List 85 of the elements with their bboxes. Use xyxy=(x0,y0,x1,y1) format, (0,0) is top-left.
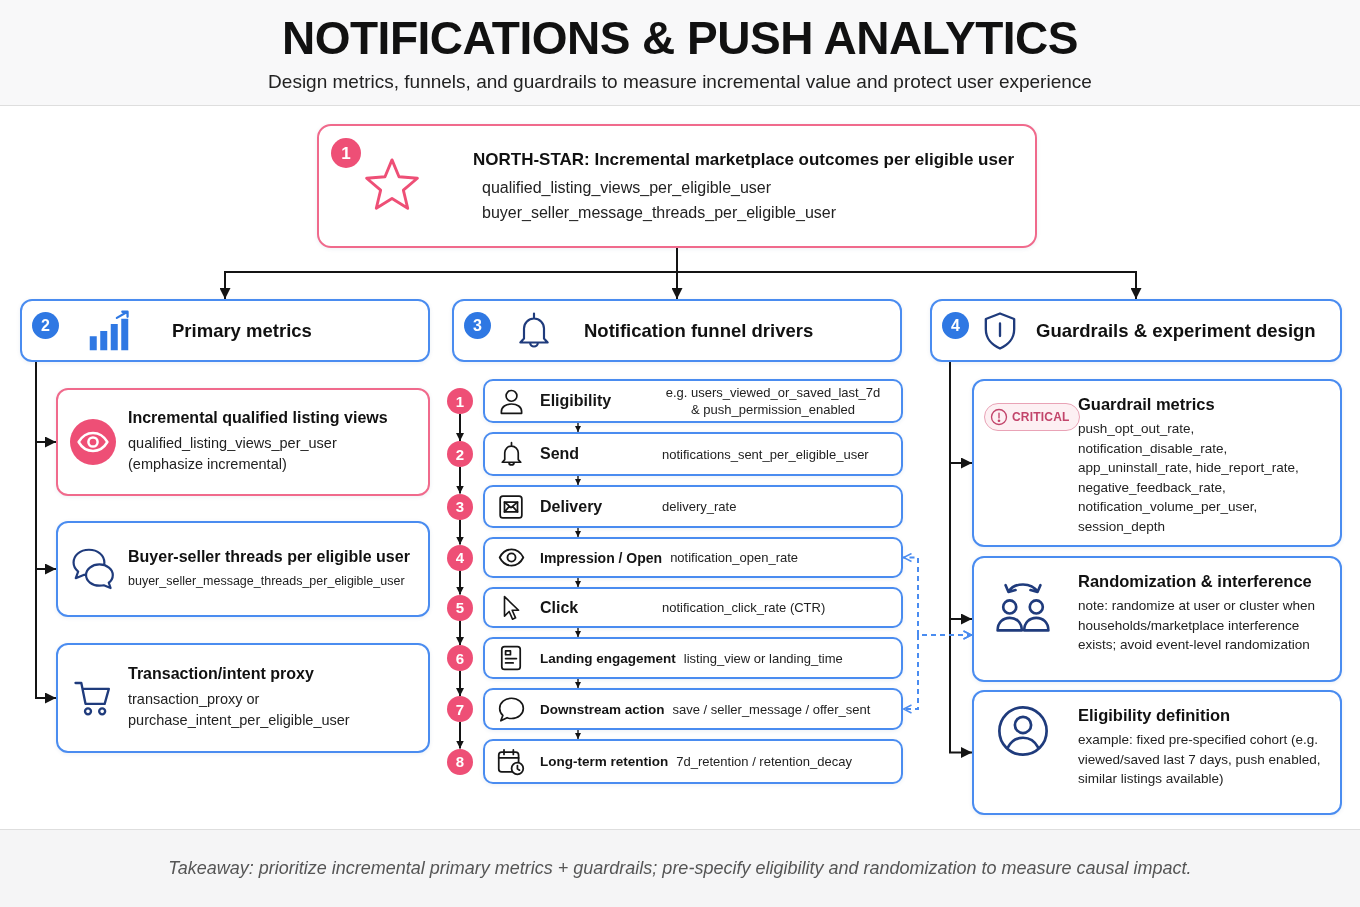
card-title: Randomization & interference xyxy=(1078,572,1313,591)
section-title: Guardrails & experiment design xyxy=(1036,319,1316,342)
status-label: CRITICAL xyxy=(1012,410,1070,424)
card-body: note: randomize at user or cluster when households/marketplace interference exists; avoid event-level randomization xyxy=(1078,597,1317,655)
card-body: buyer_seller_message_threads_per_eligible_user xyxy=(128,572,406,590)
section-header xyxy=(452,299,902,362)
arrow xyxy=(456,518,464,546)
step-number: 4 xyxy=(447,544,473,571)
design-card xyxy=(972,690,1342,815)
metric-name: buyer_seller_message_threads_per_eligible_user xyxy=(482,204,837,222)
north-star-card xyxy=(317,124,1037,248)
step-number: 3 xyxy=(447,493,473,520)
arrow xyxy=(456,721,464,750)
step-label: Downstream action xyxy=(540,701,665,717)
design-card xyxy=(972,556,1342,682)
step-number: 2 xyxy=(447,441,473,467)
arrow xyxy=(456,670,464,697)
arrow xyxy=(456,619,464,646)
arrow xyxy=(456,413,464,442)
step-metric: save / seller_message / offer_sent xyxy=(672,700,871,718)
step-label: Send xyxy=(540,445,581,463)
card-title: Transaction/intent proxy xyxy=(128,665,315,683)
arrow xyxy=(35,361,57,704)
section-title: Primary metrics xyxy=(172,319,312,342)
arrow xyxy=(575,627,581,638)
step-metric: delivery_rate xyxy=(662,498,737,515)
card-title: NORTH-STAR: Incremental marketplace outcomes per eligible user xyxy=(473,150,1014,170)
card-title: Incremental qualified listing views xyxy=(128,409,388,427)
section-title: Notification funnel drivers xyxy=(584,319,814,342)
card-body: push_opt_out_rate, notification_disable_rate, app_uninstall_rate, hide_report_rate, negative_feedback_rate, notification_volume_per_user, session_depth xyxy=(1078,420,1300,536)
card-title: Buyer-seller threads per eligible user xyxy=(128,547,410,566)
step-label: Eligibility xyxy=(540,392,613,410)
metric-card xyxy=(56,388,430,496)
step-label: Long-term retention xyxy=(540,754,669,769)
number-badge: 4 xyxy=(942,312,969,339)
funnel-step-card xyxy=(483,379,903,423)
takeaway-caption: Takeaway: prioritize incremental primary metrics + guardrails; pre-specify eligibility and randomization to measure causal impact. xyxy=(168,858,1192,879)
arrow xyxy=(575,678,581,689)
step-label: Impression / Open xyxy=(540,549,663,566)
design-card xyxy=(972,379,1342,547)
number-badge: 3 xyxy=(464,312,491,339)
section-header xyxy=(20,299,430,362)
section-header xyxy=(930,299,1342,362)
step-metric: notifications_sent_per_eligible_user xyxy=(662,445,869,463)
page-title: NOTIFICATIONS & PUSH ANALYTICS xyxy=(282,12,1078,64)
funnel-step-card xyxy=(483,688,903,730)
step-number: 5 xyxy=(447,594,473,621)
metric-card xyxy=(56,521,430,617)
arrow xyxy=(575,475,581,486)
arrow xyxy=(575,577,581,588)
card-body: example: fixed pre-specified cohort (e.g. viewed/saved last 7 days, push enabled, similar listings available) xyxy=(1078,731,1322,789)
arrow xyxy=(456,466,464,495)
card-body: transaction_proxy or purchase_intent_per_eligible_user xyxy=(128,690,351,730)
funnel-step-card xyxy=(483,432,903,476)
step-metric: listing_view or landing_time xyxy=(683,649,843,667)
step-metric: notification_open_rate xyxy=(670,549,799,566)
funnel-step-card xyxy=(483,587,903,628)
metric-name: qualified_listing_views_per_eligible_user xyxy=(482,179,773,197)
card-title: Guardrail metrics xyxy=(1078,395,1216,414)
funnel-step-card xyxy=(483,739,903,784)
funnel-step-card xyxy=(483,637,903,679)
step-label: Delivery xyxy=(540,497,604,516)
number-badge: 1 xyxy=(331,138,361,168)
step-number: 1 xyxy=(447,388,473,414)
step-label: Click xyxy=(540,598,580,617)
funnel-step-card xyxy=(483,485,903,528)
arrow xyxy=(456,569,464,596)
metric-card xyxy=(56,643,430,753)
step-number: 6 xyxy=(447,645,473,671)
step-label: Landing engagement xyxy=(540,650,676,666)
step-number: 7 xyxy=(447,696,473,722)
step-number: 8 xyxy=(447,748,473,775)
status-pill xyxy=(984,403,1080,431)
funnel-step-card xyxy=(483,537,903,578)
step-metric: e.g. users_viewed_or_saved_last_7d & push_permission_enabled xyxy=(664,384,882,418)
dashed-arrow xyxy=(902,630,973,714)
step-metric: 7d_retention / retention_decay xyxy=(676,753,852,770)
step-metric: notification_click_rate (CTR) xyxy=(662,599,826,616)
card-body: qualified_listing_views_per_user (emphasize incremental) xyxy=(128,434,338,474)
arrow xyxy=(575,422,581,433)
arrow xyxy=(575,527,581,538)
page-subtitle: Design metrics, funnels, and guardrails to measure incremental value and protect user experience xyxy=(268,70,1092,94)
number-badge: 2 xyxy=(32,312,59,339)
arrow xyxy=(575,729,581,740)
card-title: Eligibility definition xyxy=(1078,706,1232,725)
